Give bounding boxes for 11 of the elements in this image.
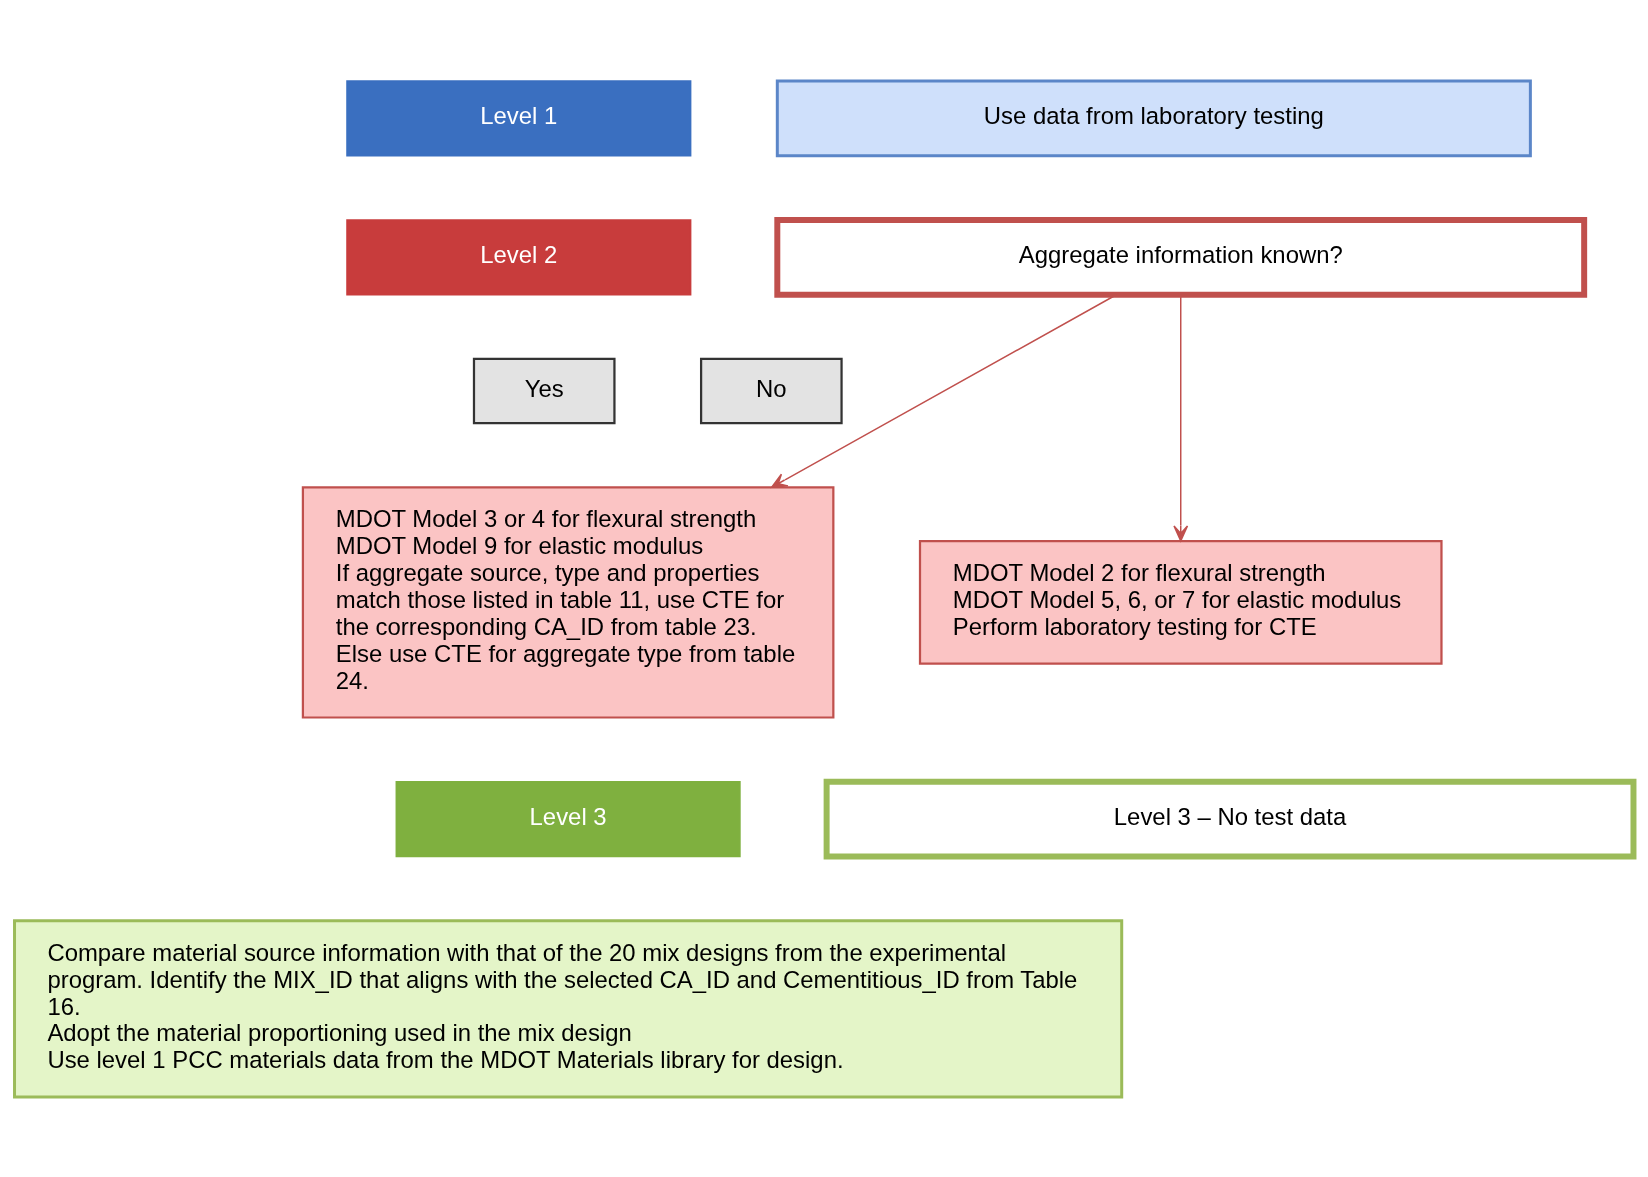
node-box: Aggregate information known?	[774, 216, 1588, 298]
node-box: Yes	[472, 357, 616, 424]
node-box: MDOT Model 3 or 4 for flexural strength MDOT Model 9 for elastic modulus If aggregate source, type and properties match those listed in table 11, use CTE for the corresponding CA_ID from table 23. Else use CTE for aggregate type from table 24.	[301, 485, 835, 719]
node-box: MDOT Model 2 for flexural strength MDOT Model 5, 6, or 7 for elastic modulus Perform laboratory testing for CTE	[918, 539, 1443, 665]
node-box: Use data from laboratory testing	[775, 79, 1532, 157]
node-box: Level 3	[395, 780, 741, 857]
node-box: Level 3 – No test data	[823, 778, 1637, 859]
node-box: No	[700, 357, 843, 424]
node-box: Level 2	[346, 218, 692, 295]
node-box: Compare material source information with that of the 20 mix designs from the experimental program. Identify the MIX_ID that aligns with the selected CA_ID and Cementitious_ID from Table 16. Adopt the material proportioning used in the mix design Use level 1 PCC materials data from the MDOT Materials library for design.	[13, 918, 1124, 1098]
node-box: Level 1	[346, 79, 692, 156]
